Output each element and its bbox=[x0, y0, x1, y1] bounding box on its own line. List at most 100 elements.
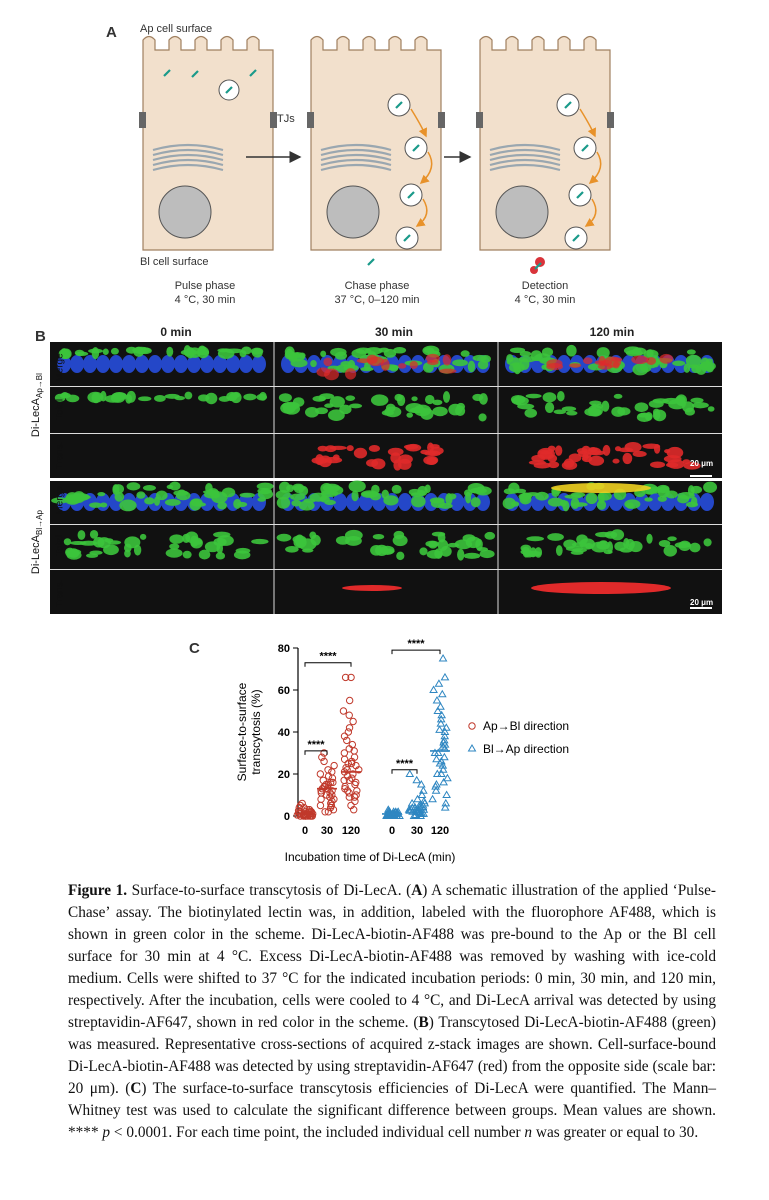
green-signal bbox=[381, 489, 390, 499]
green-signal bbox=[139, 533, 147, 540]
col-label-120: 120 min bbox=[589, 325, 635, 339]
green-signal bbox=[555, 545, 563, 556]
data-point bbox=[328, 787, 336, 795]
green-signal bbox=[66, 550, 82, 560]
golgi-cisterna bbox=[489, 163, 561, 172]
green-signal bbox=[138, 396, 152, 402]
data-point bbox=[348, 774, 356, 782]
green-signal bbox=[519, 351, 532, 357]
green-signal bbox=[251, 348, 263, 358]
data-point bbox=[347, 673, 355, 682]
green-signal bbox=[233, 498, 242, 509]
red-signal bbox=[368, 445, 381, 452]
tight-junction bbox=[438, 112, 445, 128]
data-point bbox=[432, 780, 441, 788]
green-signal bbox=[348, 480, 366, 493]
green-signal bbox=[288, 352, 298, 363]
red-signal bbox=[427, 359, 439, 366]
row-total-1: Total bbox=[54, 398, 66, 421]
lectin-mark bbox=[576, 191, 584, 199]
green-signal bbox=[396, 551, 405, 561]
green-signal bbox=[54, 393, 66, 402]
green-signal bbox=[97, 491, 106, 497]
data-point bbox=[347, 801, 355, 810]
green-signal bbox=[298, 500, 315, 511]
nucleus-blue bbox=[161, 355, 175, 373]
green-signal bbox=[291, 499, 302, 507]
green-signal bbox=[144, 497, 155, 505]
green-signal bbox=[381, 409, 394, 416]
green-signal bbox=[703, 538, 712, 547]
data-point bbox=[415, 801, 424, 809]
data-point bbox=[432, 754, 441, 763]
green-signal bbox=[164, 498, 181, 506]
data-point bbox=[414, 807, 423, 815]
green-signal bbox=[169, 543, 180, 550]
data-point bbox=[433, 706, 443, 714]
green-signal bbox=[601, 400, 610, 412]
green-signal bbox=[154, 394, 166, 402]
green-signal bbox=[256, 482, 274, 491]
green-signal bbox=[707, 406, 715, 412]
red-signal bbox=[405, 443, 422, 452]
nucleus-blue bbox=[252, 355, 266, 373]
data-point bbox=[326, 789, 334, 797]
green-signal bbox=[365, 347, 383, 355]
data-point bbox=[442, 790, 451, 798]
red-signal bbox=[631, 355, 649, 365]
green-signal bbox=[683, 363, 691, 373]
green-signal bbox=[114, 492, 125, 502]
red-signal bbox=[316, 367, 331, 377]
row-merge-1: Merge bbox=[54, 353, 66, 382]
red-signal bbox=[568, 363, 582, 368]
red-signal bbox=[533, 462, 551, 469]
x-tick-label: 30 bbox=[321, 825, 333, 837]
significance-label: **** bbox=[407, 638, 425, 650]
green-signal bbox=[510, 501, 520, 507]
col-label-0: 0 min bbox=[160, 325, 192, 339]
nucleus-blue bbox=[700, 493, 714, 511]
green-signal bbox=[445, 493, 453, 505]
red-signal bbox=[324, 445, 337, 453]
data-point bbox=[295, 803, 303, 812]
green-signal bbox=[425, 540, 439, 548]
nucleus-blue bbox=[333, 493, 347, 511]
data-point bbox=[441, 723, 451, 731]
data-point bbox=[343, 736, 351, 745]
red-signal bbox=[345, 368, 357, 380]
green-signal bbox=[205, 392, 218, 405]
green-signal bbox=[217, 501, 228, 510]
green-signal bbox=[229, 392, 240, 398]
golgi-cisterna bbox=[489, 148, 561, 157]
green-signal bbox=[351, 490, 359, 502]
caption-a: A bbox=[411, 882, 423, 899]
red-signal bbox=[439, 368, 457, 374]
green-signal bbox=[51, 497, 69, 504]
green-signal bbox=[320, 350, 327, 358]
green-signal bbox=[617, 407, 631, 416]
green-signal bbox=[190, 498, 203, 507]
green-signal bbox=[89, 529, 99, 539]
data-point bbox=[319, 776, 327, 785]
nucleus-blue bbox=[109, 355, 123, 373]
tight-junction bbox=[607, 112, 614, 128]
y-tick-label: 60 bbox=[278, 685, 290, 697]
red-signal bbox=[380, 358, 390, 371]
nucleus bbox=[158, 185, 212, 239]
data-point bbox=[413, 794, 422, 803]
green-signal bbox=[289, 493, 306, 501]
golgi-cisterna bbox=[152, 158, 224, 167]
green-signal bbox=[349, 403, 363, 409]
y-tick-label: 40 bbox=[278, 727, 290, 739]
row-trans-2: Trans. bbox=[54, 579, 66, 608]
green-signal bbox=[88, 348, 103, 354]
red-signal bbox=[342, 585, 402, 591]
green-signal bbox=[164, 393, 180, 399]
lectin-mark bbox=[572, 234, 580, 242]
green-signal bbox=[364, 362, 371, 371]
data-point bbox=[439, 738, 448, 746]
red-signal bbox=[353, 447, 368, 459]
nucleus-blue bbox=[96, 355, 110, 373]
green-signal bbox=[514, 488, 527, 494]
